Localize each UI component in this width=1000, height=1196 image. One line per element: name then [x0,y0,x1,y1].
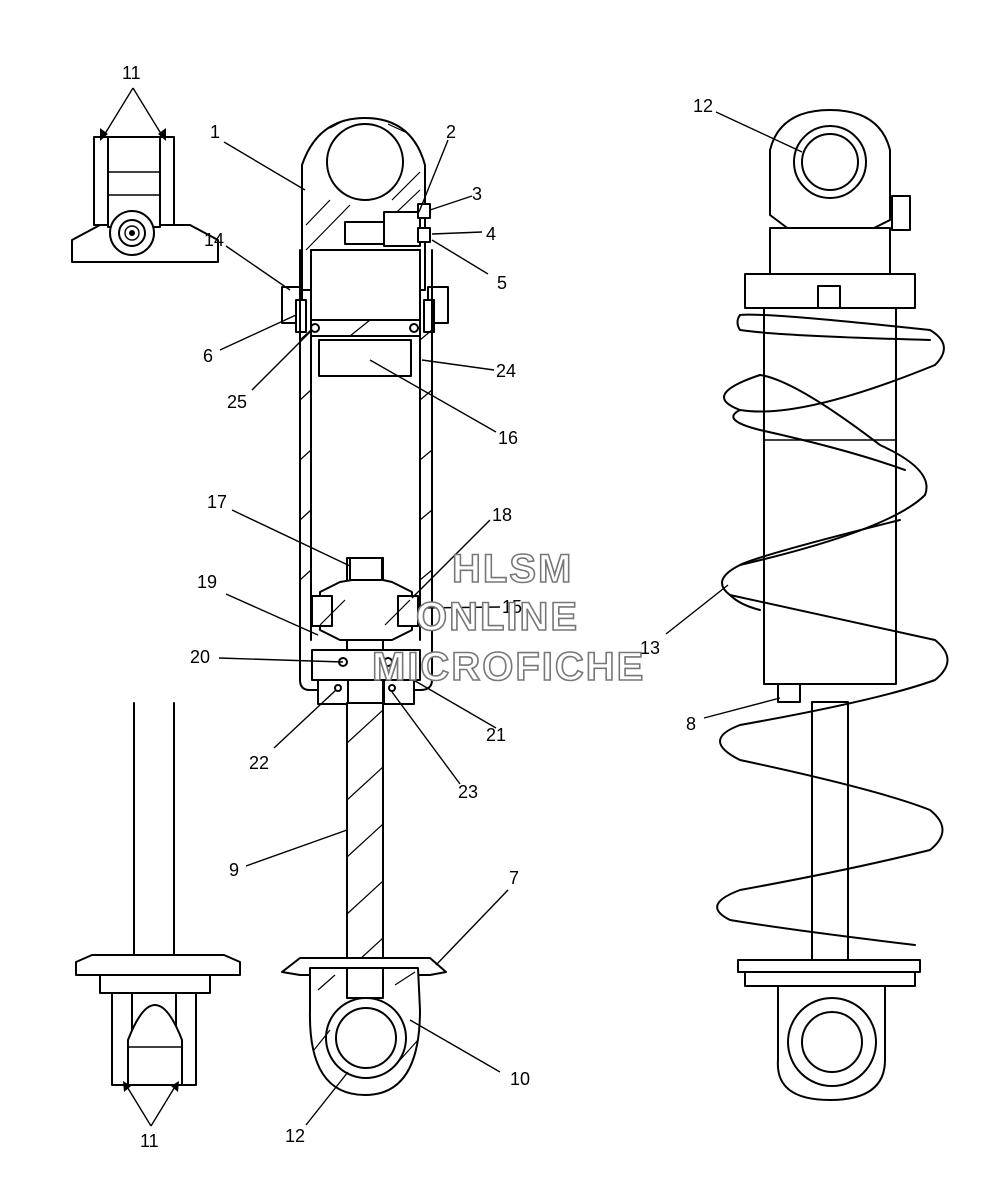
watermark-line-3: MICROFICHE [372,645,645,689]
callout-12-bottom: 12 [285,1126,305,1146]
callout-2: 2 [446,122,456,142]
callout-labels: 11 1 2 3 4 5 14 6 25 24 16 17 18 19 15 2… [122,63,713,1151]
callout-21: 21 [486,725,506,745]
callout-5: 5 [497,273,507,293]
callout-19: 19 [197,572,217,592]
callout-14: 14 [204,230,224,250]
callout-11-bottom: 11 [140,1131,159,1151]
watermark-line-1: HLSM [452,547,573,591]
callout-25: 25 [227,392,247,412]
bottom-mount-end-view [75,702,241,1086]
callout-3: 3 [472,184,482,204]
callout-18: 18 [492,505,512,525]
leader-lines [102,87,803,1127]
callout-4: 4 [486,224,496,244]
callout-6: 6 [203,346,213,366]
callout-15: 15 [502,597,522,617]
callout-9: 9 [229,860,239,880]
callout-17: 17 [207,492,227,512]
callout-12-top: 12 [693,96,713,116]
callout-11-top: 11 [122,63,141,83]
callout-7: 7 [509,868,519,888]
callout-23: 23 [458,782,478,802]
arrowheads [100,128,179,1092]
section-view [281,117,449,1096]
top-mount-end-view [71,136,219,263]
assembled-shock-view [716,109,949,1101]
callout-10: 10 [510,1069,530,1089]
watermark: HLSM ONLINE MICROFICHE [371,546,645,690]
callout-13: 13 [640,638,660,658]
callout-24: 24 [496,361,516,381]
callout-22: 22 [249,753,269,773]
watermark-line-2: ONLINE [416,595,579,639]
callout-8: 8 [686,714,696,734]
callout-20: 20 [190,647,210,667]
callout-1: 1 [210,122,220,142]
callout-16: 16 [498,428,518,448]
